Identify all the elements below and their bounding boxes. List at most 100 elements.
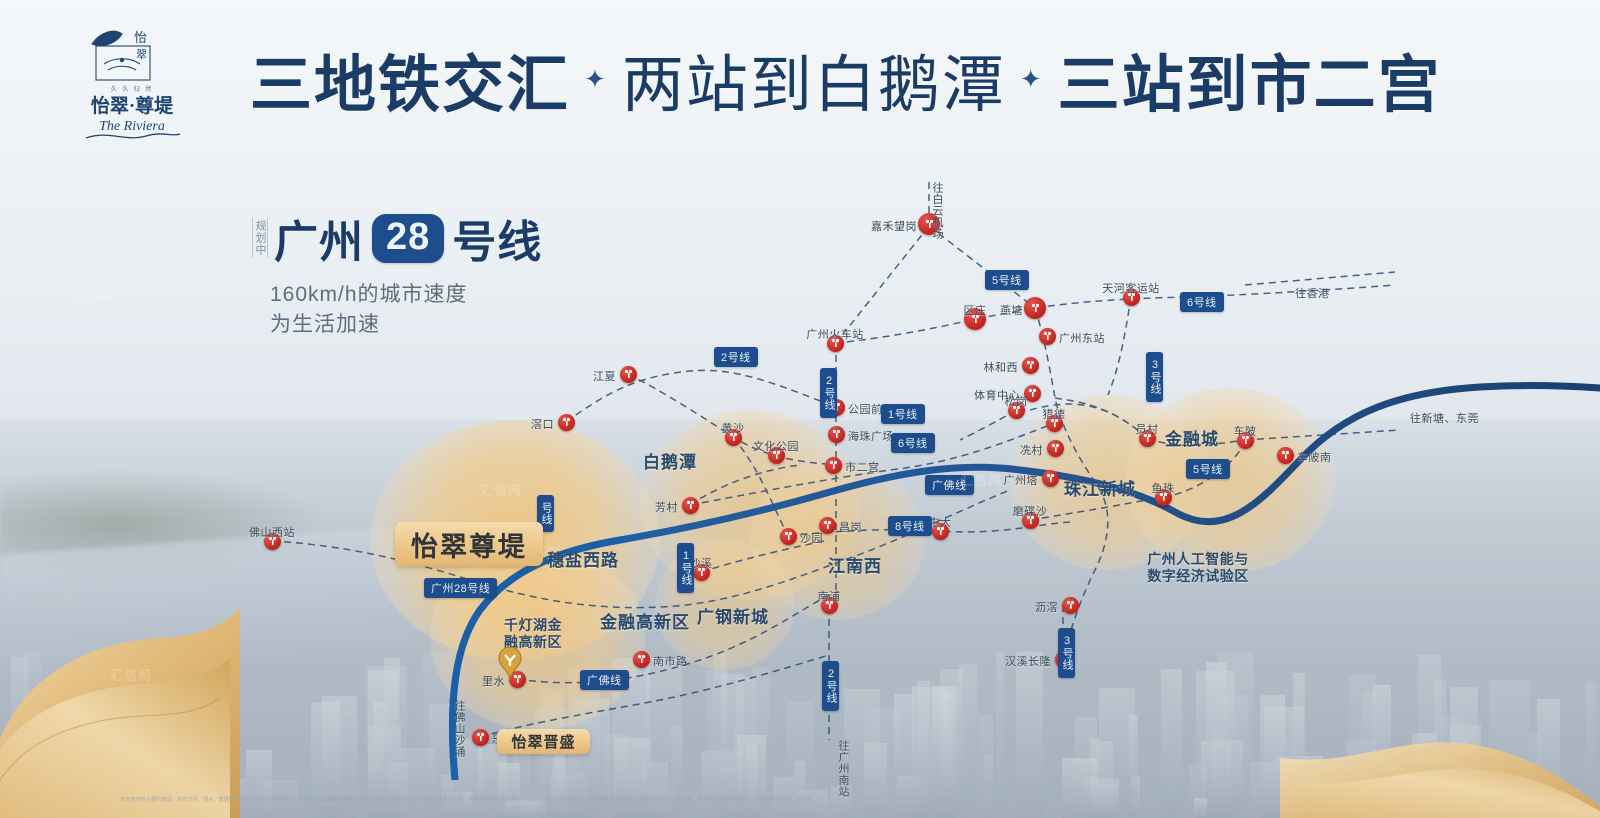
promo-subcopy: 160km/h的城市速度 为生活加速 [270, 280, 468, 340]
station-marker[interactable] [1038, 327, 1056, 345]
metro-line-tag[interactable]: 5号线 [1186, 459, 1230, 479]
metro-line-tag[interactable]: 2号线 [820, 368, 837, 418]
station-marker[interactable] [779, 527, 797, 545]
station-marker[interactable] [1024, 297, 1046, 319]
station-marker[interactable] [692, 563, 710, 581]
station-marker[interactable] [1046, 439, 1064, 457]
station-label: 滘口 [531, 419, 554, 431]
station-marker[interactable] [818, 516, 836, 534]
district-label: 江南西 [828, 557, 882, 576]
building-block [1160, 668, 1183, 818]
project-main-plate[interactable]: 怡翠尊堤 [395, 522, 543, 566]
station-marker[interactable] [827, 425, 845, 443]
station-dot-icon [818, 516, 836, 534]
station-marker[interactable] [1061, 596, 1079, 614]
building-block [1250, 762, 1274, 818]
building-block [366, 665, 408, 818]
district-label: 白鹅潭 [643, 453, 697, 472]
station-marker[interactable] [826, 334, 844, 352]
planned-note: 规划中 [252, 218, 268, 258]
building-block [384, 657, 401, 818]
station-marker[interactable] [1122, 288, 1140, 306]
station-marker[interactable] [820, 596, 838, 614]
station-marker[interactable] [1045, 414, 1063, 432]
metro-line-tag[interactable]: 2号线 [822, 661, 839, 711]
station-dot-icon [1007, 401, 1025, 419]
station-marker[interactable] [1041, 469, 1059, 487]
station-marker[interactable] [263, 532, 281, 550]
area-label: 千灯湖金 融高新区 [504, 617, 562, 650]
station-label: 江夏 [593, 371, 616, 383]
building-block [235, 778, 247, 818]
building-block [1099, 784, 1120, 818]
logo-cn-text: 怡翠·尊堤 [91, 94, 174, 117]
metro-line-tag[interactable]: 2号线 [714, 347, 758, 367]
station-marker[interactable] [918, 213, 940, 235]
station-marker[interactable] [508, 670, 526, 688]
station-marker[interactable] [1021, 356, 1039, 374]
station-dot-icon [824, 456, 842, 474]
building-block [1098, 687, 1135, 818]
station-marker[interactable] [724, 428, 742, 446]
station-label: 鱼珠 [1151, 483, 1175, 495]
metro-line-tag[interactable]: 5号线 [985, 270, 1029, 290]
building-block [843, 688, 880, 818]
station-dot-icon [1041, 469, 1059, 487]
metro-line-tag[interactable]: 广州28号线 [424, 578, 498, 598]
building-block [794, 761, 805, 818]
project-secondary-plate[interactable]: 怡翠晋盛 [497, 729, 590, 754]
metro-line-tag[interactable]: 广佛线 [580, 670, 629, 690]
building-block [797, 788, 829, 818]
building-block [1214, 739, 1243, 818]
subcopy-line-2: 为生活加速 [270, 313, 380, 336]
station-marker[interactable] [1021, 511, 1039, 529]
station-marker[interactable] [1007, 401, 1025, 419]
station-marker[interactable] [767, 446, 785, 464]
metro-line-tag[interactable]: 8号线 [888, 516, 932, 536]
station-dot-icon [1045, 414, 1063, 432]
building-block [372, 701, 387, 818]
station-marker[interactable] [1023, 384, 1041, 402]
station-marker[interactable] [824, 456, 842, 474]
metro-line-tag[interactable]: 号线 [537, 495, 554, 532]
station-dot-icon [826, 334, 844, 352]
headline-separator-2: ✦ [1019, 65, 1044, 94]
metro-line-tag[interactable]: 3号线 [1058, 628, 1075, 678]
building-block [941, 691, 954, 818]
station-marker[interactable] [931, 522, 949, 540]
metro-line-tag[interactable]: 1号线 [677, 543, 694, 593]
station-marker[interactable] [964, 308, 986, 330]
station-marker[interactable] [1236, 431, 1254, 449]
station-label: 员村 [1135, 424, 1159, 436]
station-marker[interactable] [1138, 429, 1156, 447]
station-marker[interactable] [471, 728, 489, 746]
metro-line-tag[interactable]: 6号线 [891, 433, 935, 453]
station-dot-icon [471, 728, 489, 746]
station-marker[interactable] [1154, 488, 1172, 506]
station-marker[interactable] [1276, 446, 1294, 464]
metro-line-tag[interactable]: 广佛线 [925, 475, 974, 495]
building-block [1074, 717, 1098, 818]
station-label: 里水 [482, 676, 505, 688]
building-block [310, 701, 341, 818]
rail-network-svg [271, 182, 1600, 780]
station-dot-icon [724, 428, 742, 446]
building-block [624, 766, 646, 818]
building-block [736, 735, 766, 818]
metro-line-tag[interactable]: 1号线 [881, 404, 925, 424]
building-block [550, 773, 587, 818]
station-marker[interactable] [681, 496, 699, 514]
line-number-badge: 28 [372, 213, 445, 263]
station-marker[interactable] [632, 650, 650, 668]
page-title: 三地铁交汇✦两站到白鹅潭✦三站到市二宫 [250, 46, 1442, 120]
building-block [916, 680, 931, 818]
station-marker[interactable] [619, 365, 637, 383]
station-label: 嘉禾望岗 [871, 221, 917, 233]
station-marker[interactable] [557, 413, 575, 431]
project-pin-main[interactable] [497, 647, 523, 681]
building-block [932, 686, 958, 818]
metro-map: 嘉禾望岗燕塘区庄广州东站天河客运站林和西体育中心广州火车站江夏滘口黄沙文化公园公… [0, 140, 1600, 798]
metro-line-tag[interactable]: 6号线 [1180, 292, 1224, 312]
station-dot-icon [1061, 596, 1079, 614]
metro-line-tag[interactable]: 3号线 [1146, 352, 1163, 402]
